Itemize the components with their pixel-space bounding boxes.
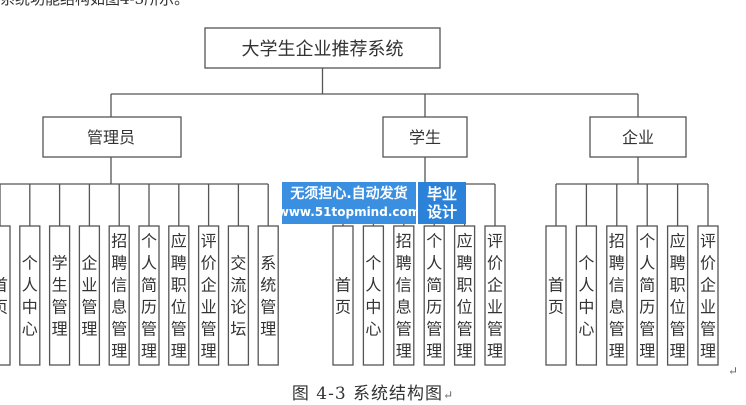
module-node-0-9 xyxy=(257,225,279,366)
role-node-2 xyxy=(589,116,687,158)
module-node-2-3 xyxy=(636,225,658,366)
module-node-0-4 xyxy=(108,225,130,366)
module-label-0-8: 交流论坛 xyxy=(230,254,246,339)
return-mark: ↵ xyxy=(443,388,455,402)
module-label-2-2: 招聘信息管理 xyxy=(609,232,625,361)
module-label-0-0: 首页 xyxy=(0,276,8,317)
module-label-1-4: 应聘职位管理 xyxy=(457,232,473,361)
module-label-0-9: 系统管理 xyxy=(260,254,276,339)
intro-text: 系统功能结构如图4-3所示。 xyxy=(0,0,189,9)
module-node-1-2 xyxy=(393,225,415,366)
module-label-0-3: 企业管理 xyxy=(81,254,97,339)
module-node-1-1 xyxy=(362,225,385,366)
module-node-2-0 xyxy=(545,225,567,366)
module-label-2-0: 首页 xyxy=(548,276,564,317)
module-node-0-7 xyxy=(197,225,220,366)
watermark-text-block: 无须担心.自动发货 www.51topmind.com xyxy=(278,182,420,224)
module-label-0-4: 招聘信息管理 xyxy=(111,232,127,361)
watermark-url: www.51topmind.com xyxy=(277,205,421,219)
module-label-0-6: 应聘职位管理 xyxy=(171,232,187,361)
module-node-0-1 xyxy=(19,225,41,366)
module-label-0-2: 学生管理 xyxy=(52,254,68,339)
module-label-2-3: 个人简历管理 xyxy=(639,232,655,361)
role-node-label-1: 学生 xyxy=(409,128,441,147)
return-mark-right: ↵ xyxy=(728,364,739,378)
module-label-0-1: 个人中心 xyxy=(22,254,38,339)
watermark-badge: 毕业 设计 xyxy=(416,182,466,224)
module-node-1-3 xyxy=(423,225,445,366)
module-node-2-4 xyxy=(666,225,689,366)
module-label-1-0: 首页 xyxy=(335,276,351,317)
module-label-0-7: 评价企业管理 xyxy=(201,232,217,361)
figure-caption: 图 4-3 系统结构图↵ xyxy=(0,379,746,404)
module-node-1-5 xyxy=(484,225,506,366)
module-label-1-2: 招聘信息管理 xyxy=(396,232,412,361)
module-node-0-2 xyxy=(48,225,71,366)
role-node-label-0: 管理员 xyxy=(87,128,135,147)
module-label-1-1: 个人中心 xyxy=(365,254,381,339)
module-label-2-1: 个人中心 xyxy=(578,254,594,339)
module-node-0-0 xyxy=(0,225,11,366)
module-node-0-6 xyxy=(168,225,190,366)
role-node-0 xyxy=(42,116,182,158)
module-label-2-4: 应聘职位管理 xyxy=(670,232,686,361)
module-label-2-5: 评价企业管理 xyxy=(700,232,716,361)
module-node-2-5 xyxy=(697,225,719,366)
module-label-0-5: 个人简历管理 xyxy=(141,232,157,361)
role-node-1 xyxy=(382,116,468,158)
module-label-1-5: 评价企业管理 xyxy=(487,232,503,361)
role-node-label-2: 企业 xyxy=(622,128,654,147)
figure-caption-text: 图 4-3 系统结构图 xyxy=(291,384,444,404)
watermark-badge-line2: 设计 xyxy=(426,203,457,221)
module-node-0-5 xyxy=(138,225,160,366)
watermark-badge-line1: 毕业 xyxy=(426,185,457,203)
watermark-banner: 无须担心.自动发货 www.51topmind.com 毕业 设计 xyxy=(278,182,466,224)
root-node-label: 大学生企业推荐系统 xyxy=(242,39,404,60)
module-node-2-2 xyxy=(606,225,628,366)
module-node-0-3 xyxy=(78,225,101,366)
module-node-1-4 xyxy=(453,225,476,366)
watermark-slogan: 无须担心.自动发货 xyxy=(290,186,408,202)
module-node-1-0 xyxy=(332,225,354,366)
module-label-1-3: 个人简历管理 xyxy=(426,232,442,361)
module-node-0-8 xyxy=(227,225,250,366)
module-node-2-1 xyxy=(575,225,598,366)
